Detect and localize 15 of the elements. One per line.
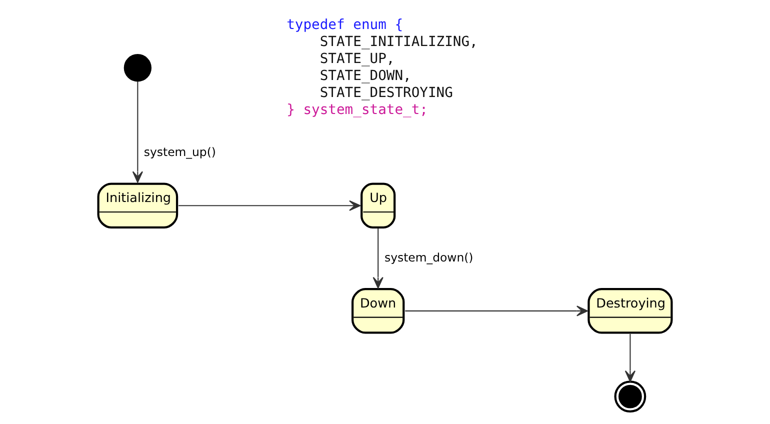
arrow — [405, 306, 588, 316]
label: typedef enum { — [286, 16, 404, 33]
arrow — [624, 334, 636, 382]
label: STATE_DESTROYING — [320, 85, 453, 102]
edge-label: system_up() — [144, 144, 216, 159]
node-circle — [124, 54, 152, 82]
node-bullseye — [614, 380, 646, 413]
label: } system_state_t; — [286, 102, 428, 118]
label: STATE_UP, — [320, 50, 395, 67]
arrow — [372, 228, 384, 289]
arrow — [178, 200, 361, 211]
arrow — [132, 81, 143, 183]
edge-label: system_down() — [384, 250, 474, 264]
label: STATE_DOWN, — [320, 68, 412, 84]
label: STATE_INITIALIZING, — [320, 34, 478, 50]
